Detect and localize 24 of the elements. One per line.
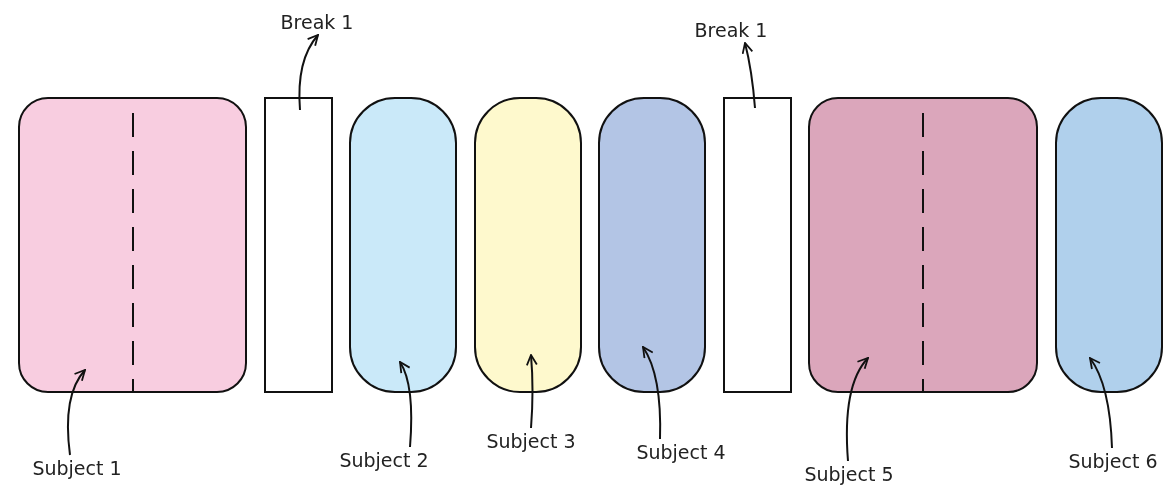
subject-block xyxy=(18,97,247,393)
leader-arrow xyxy=(399,361,413,448)
leader-arrow xyxy=(66,369,86,456)
subject-label: Subject 1 xyxy=(32,456,122,480)
subject-label: Subject 3 xyxy=(486,429,576,453)
subject-label: Subject 2 xyxy=(339,448,429,472)
break-label: Break 1 xyxy=(280,10,354,34)
subject-label: Subject 6 xyxy=(1068,449,1158,473)
leader-arrow xyxy=(298,34,319,111)
subject-block xyxy=(474,97,582,393)
break-label: Break 1 xyxy=(694,18,768,42)
subject-label: Subject 4 xyxy=(636,440,726,464)
leader-arrow xyxy=(741,42,756,109)
subject-block xyxy=(1055,97,1163,393)
leader-arrow xyxy=(845,357,869,462)
leader-arrow xyxy=(642,346,662,440)
leader-arrow xyxy=(525,354,538,429)
leader-arrow xyxy=(1089,357,1113,449)
subject-block xyxy=(598,97,706,393)
subject-block xyxy=(349,97,457,393)
break-block xyxy=(264,97,333,393)
break-block xyxy=(723,97,792,393)
subject-label: Subject 5 xyxy=(804,462,894,486)
subject-block xyxy=(808,97,1038,393)
